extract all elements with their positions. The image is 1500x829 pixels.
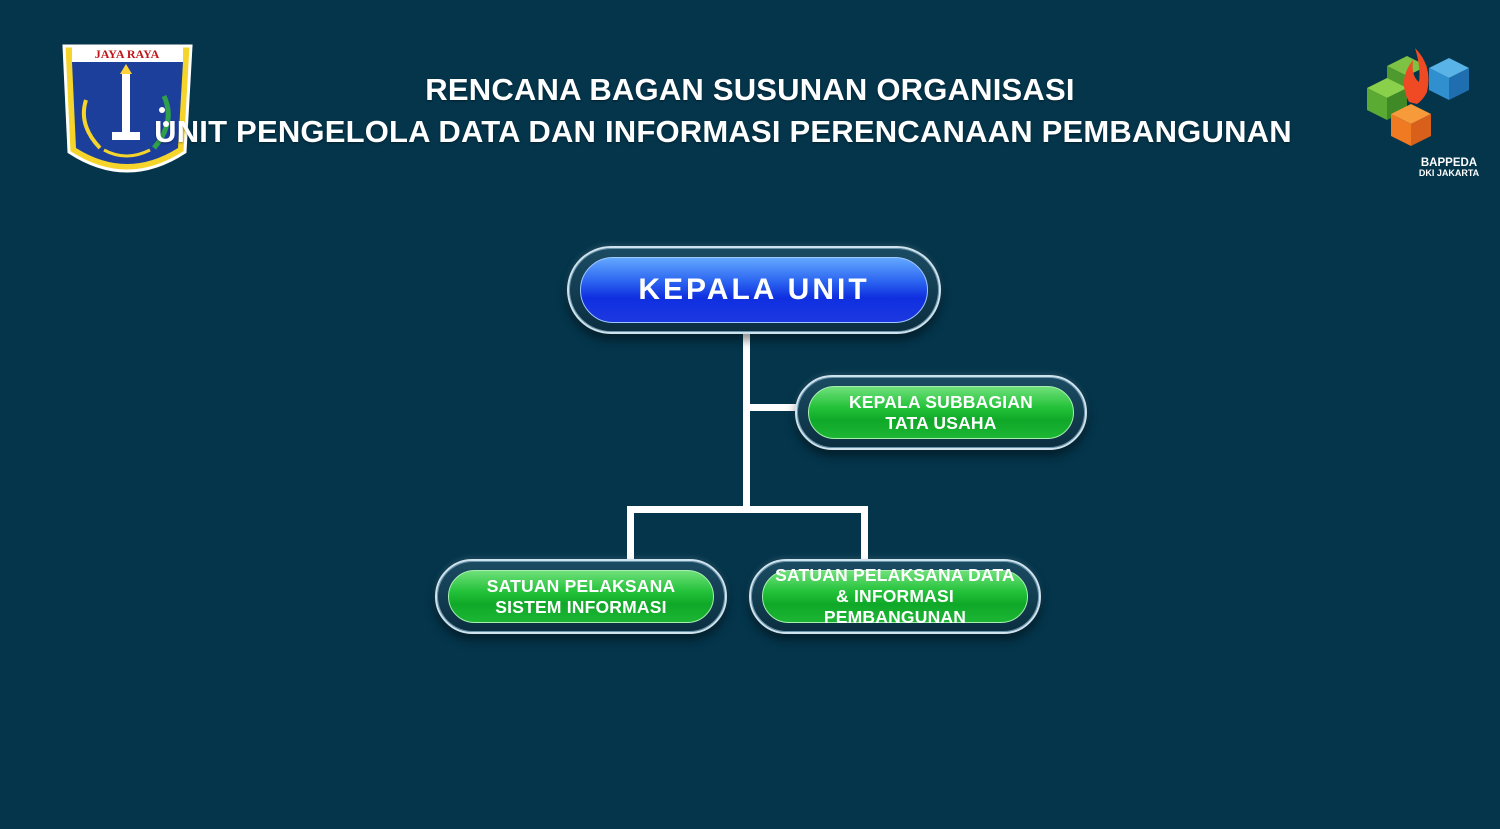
unit-label-1: SATUAN PELAKSANA SISTEM INFORMASI — [448, 570, 714, 623]
connector-head-vertical — [743, 330, 750, 510]
connector-unit2-vertical — [861, 506, 868, 562]
unit-label-2: SATUAN PELAKSANA DATA & INFORMASI PEMBAN… — [762, 565, 1028, 627]
bappeda-logo: BAPPEDA DKI JAKARTA — [1367, 48, 1480, 178]
staff-label: KEPALA SUBBAGIAN TATA USAHA — [808, 386, 1074, 439]
head-box: KEPALA UNIT — [567, 246, 941, 334]
svg-text:JAYA RAYA: JAYA RAYA — [95, 47, 160, 61]
chart-title-line2: UNIT PENGELOLA DATA DAN INFORMASI PERENC… — [154, 114, 1292, 149]
head-label: KEPALA UNIT — [580, 257, 928, 323]
connector-staff-horizontal — [746, 404, 802, 411]
jakarta-coat-of-arms-logo: JAYA RAYA — [62, 44, 193, 173]
unit-box-1: SATUAN PELAKSANA SISTEM INFORMASI — [435, 559, 727, 634]
connector-unit1-vertical — [627, 506, 634, 562]
unit-box-2: SATUAN PELAKSANA DATA & INFORMASI PEMBAN… — [749, 559, 1041, 634]
chart-title-line1: RENCANA BAGAN SUSUNAN ORGANISASI — [425, 72, 1075, 107]
bappeda-logo-subtext: DKI JAKARTA — [1419, 168, 1480, 178]
connector-units-horizontal — [627, 506, 868, 513]
staff-box: KEPALA SUBBAGIAN TATA USAHA — [795, 375, 1087, 450]
bappeda-logo-text: BAPPEDA — [1421, 157, 1477, 169]
